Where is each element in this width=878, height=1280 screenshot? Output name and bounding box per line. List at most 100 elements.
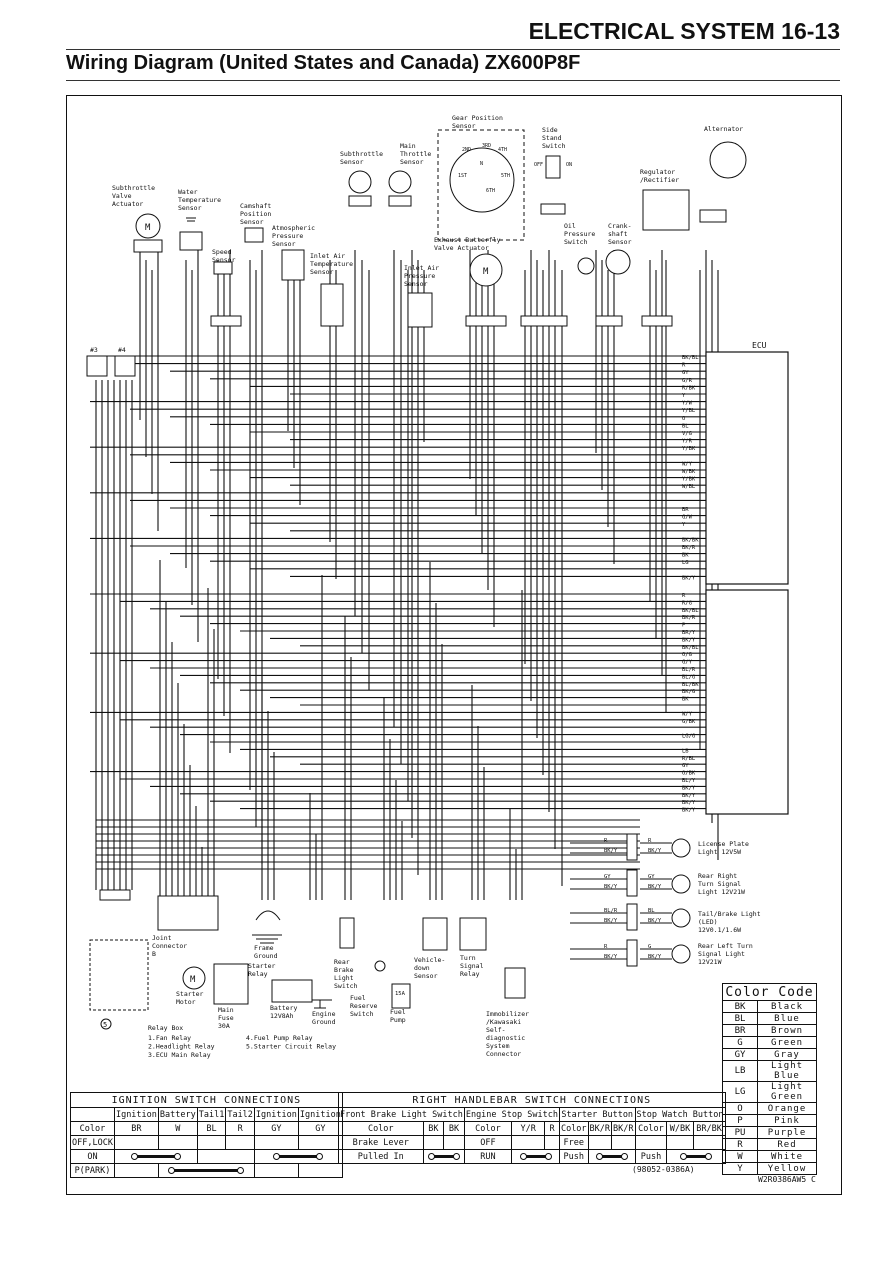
color-code-abbr: O — [722, 1102, 758, 1115]
water-temp-sensor — [179, 217, 203, 251]
gear-position-label: Gear Position — [452, 114, 503, 122]
ecu-pin-label: G/BK — [682, 719, 696, 725]
ecu-pin-label: GY — [682, 370, 689, 376]
crankshaft-sensor — [595, 249, 631, 327]
ecu-pin-label: LB — [682, 748, 689, 754]
atmospheric-label: Sensor — [272, 240, 296, 248]
engine-stop-title: Engine Stop Switch — [463, 1107, 560, 1122]
front-brake-title: Front Brake Light Switch — [338, 1107, 465, 1122]
ign-park-bar — [168, 1166, 245, 1174]
side-stand-label: ON — [566, 162, 572, 168]
main-fuse-label: 30A — [218, 1022, 230, 1030]
ign-header-3: Tail1 — [196, 1107, 227, 1122]
inlet-air-temp-label: Sensor — [310, 268, 334, 276]
side-stand-label: OFF — [534, 162, 543, 168]
turn-relay-label: Turn — [460, 954, 476, 962]
starter-title: Starter Button — [558, 1107, 636, 1122]
main-throttle-sensor — [388, 170, 412, 207]
lamp-wire-label: BK/Y — [604, 884, 618, 890]
ecu-pin-label: BK/BL — [682, 355, 699, 361]
lamp-wire-label: BK/Y — [648, 848, 662, 854]
ign-header-4: Tail2 — [225, 1107, 255, 1122]
color-code-abbr: BR — [722, 1024, 758, 1037]
starter-motor-label: Starter — [176, 990, 203, 998]
engine-ground-label: Engine — [312, 1010, 336, 1018]
ign-color-0: Color — [70, 1121, 115, 1136]
gear-position-label: 5TH — [501, 173, 510, 179]
crankshaft-label: shaft — [608, 230, 628, 238]
alternator-label: Alternator — [704, 125, 743, 133]
lamp-wire-label: BL — [648, 908, 655, 914]
ecu-pin-label: W/Y — [682, 711, 693, 717]
sw-row2: Push — [634, 1149, 668, 1164]
ecu-pin-labels-bottom: RR/GBK/BLBK/RPBR/YBK/YBK/BLO/GG/YBL/RBL/… — [682, 593, 699, 814]
camshaft-label: Position — [240, 210, 271, 218]
tail-brake-label: (LED) — [698, 918, 718, 926]
rear-brake-label: Light — [334, 974, 354, 982]
es-row1: OFF — [463, 1135, 513, 1150]
gear-position-label: 3RD — [482, 143, 491, 149]
ecu-pin-label: BL — [682, 423, 689, 429]
ecu-pin-label: Y — [682, 522, 686, 528]
relay-item-label: 5.Starter Circuit Relay — [246, 1043, 336, 1051]
color-code-name: Gray — [757, 1048, 817, 1061]
main-throttle-label: Sensor — [400, 158, 424, 166]
starter-relay-label: Relay — [248, 970, 268, 978]
tail-brake-label: 12V0.1/1.6W — [698, 926, 741, 934]
ecu-pin-label: BK/Y — [682, 793, 696, 799]
ecu-pin-label: GY — [682, 763, 689, 769]
ecu-pin-label: BK/R — [682, 545, 696, 551]
main-fuse-label: Main — [218, 1006, 234, 1014]
speed-sensor — [213, 261, 233, 275]
ecu-pin-label: Y/BL — [682, 408, 696, 414]
ignition-switch-table: IGNITION SWITCH CONNECTIONS Ignition Bat… — [70, 1092, 343, 1178]
color-code-name: Purple — [757, 1126, 817, 1139]
lamp-wire-label: R — [604, 944, 608, 950]
ign-row-park: P(PARK) — [70, 1163, 115, 1178]
ign-header-1: Ignition — [113, 1107, 159, 1122]
color-code-abbr: R — [722, 1138, 758, 1151]
ecu-pin-label: BK/Y — [682, 575, 696, 581]
ecu-pin-label: BK/BL — [682, 608, 699, 614]
ign-header-6: Ignition — [297, 1107, 343, 1122]
vehicle-down-label: Vehicle- — [414, 956, 445, 964]
starter-motor-symbol — [182, 966, 206, 990]
ecu-pin-label: BK/Y — [682, 637, 696, 643]
ecu-pin-label: R/G — [682, 600, 692, 606]
fuel-reserve-label: Fuel — [350, 994, 366, 1002]
joint-b-label: Joint — [152, 934, 172, 942]
inj3-label: #3 — [90, 346, 98, 354]
fb-row2: Pulled In — [338, 1149, 424, 1164]
lamp-wire-label: BK/Y — [604, 848, 618, 854]
frame-ground-symbol — [252, 910, 282, 944]
main-throttle-label: Throttle — [400, 150, 431, 158]
color-code-name: White — [757, 1150, 817, 1163]
inlet-air-temp-sensor — [320, 283, 344, 327]
rear-brake-label: Brake — [334, 966, 354, 974]
color-code-name: Blue — [757, 1012, 817, 1025]
color-code-abbr: BL — [722, 1012, 758, 1025]
diagram-frame — [66, 95, 842, 1195]
es-color: Color — [463, 1121, 513, 1136]
color-code-name: Red — [757, 1138, 817, 1151]
ecu-pin-label: BL/BK — [682, 682, 699, 688]
lamp-wire-label: R — [604, 838, 608, 844]
rear-left-label: 12V21W — [698, 958, 722, 966]
ecu-pin-label: BL/Y — [682, 778, 696, 784]
gear-position-label: 2ND — [462, 147, 471, 153]
lamp-connector — [626, 869, 638, 897]
ign-header-2: Battery — [157, 1107, 198, 1122]
gear-position-sensor — [437, 129, 525, 241]
ecu-pin-label: BR — [682, 507, 689, 513]
fuel-reserve-label: Reserve — [350, 1002, 377, 1010]
ecu-pin-label: W/Y — [682, 461, 693, 467]
lamp-connector — [626, 833, 638, 861]
rear-right-label: Light 12V21W — [698, 888, 745, 896]
gear-position-label: Sensor — [452, 122, 476, 130]
ecu-pin-label: O/G — [682, 652, 692, 658]
